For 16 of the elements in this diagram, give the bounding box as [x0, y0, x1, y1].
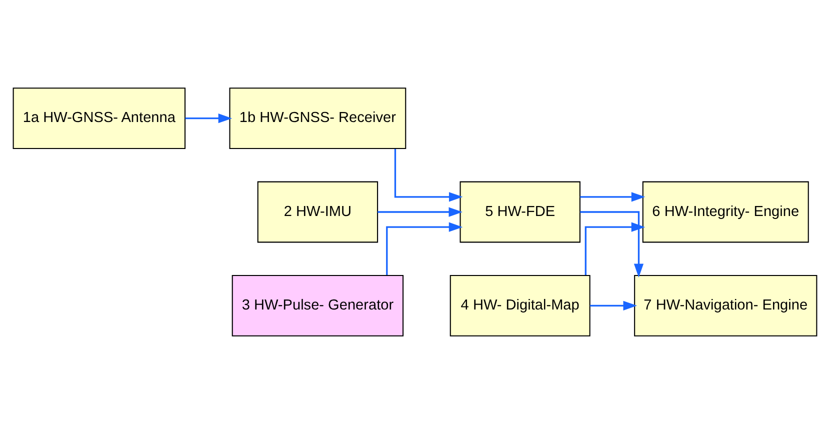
node-box: 6 HW-Integrity- Engine: [642, 180, 809, 242]
node-box: 1a HW-GNSS- Antenna: [12, 87, 186, 149]
arrow: [584, 222, 646, 275]
arrow: [580, 210, 644, 278]
node-box: 1b HW-GNSS- Receiver: [229, 87, 406, 149]
arrow: [590, 300, 638, 310]
node-box: 4 HW- Digital-Map: [450, 274, 590, 336]
arrow: [394, 148, 463, 202]
node-box: 3 HW-Pulse- Generator: [232, 274, 404, 336]
node-box: 7 HW-Navigation- Engine: [634, 274, 818, 336]
node-box: 5 HW-FDE: [460, 180, 580, 242]
arrow: [185, 113, 232, 123]
arrow: [378, 206, 463, 216]
node-box: 2 HW-IMU: [257, 180, 378, 242]
arrow: [386, 222, 463, 275]
arrow: [580, 192, 646, 202]
